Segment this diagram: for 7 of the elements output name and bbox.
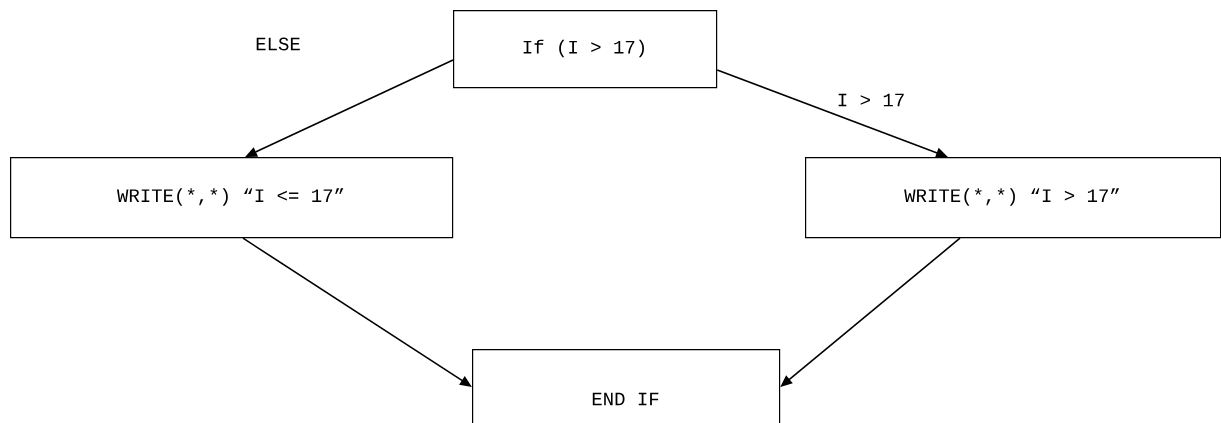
process-box: WRITE(*,*) “I <= 17” <box>10 157 454 239</box>
edge-label: I > 17 <box>833 90 909 110</box>
process-box: If (I > 17) <box>453 10 718 89</box>
edge-label: ELSE <box>252 34 304 54</box>
arrow <box>242 237 472 387</box>
process-box: END IF <box>472 349 781 423</box>
process-box: WRITE(*,*) “I > 17” <box>805 157 1221 239</box>
